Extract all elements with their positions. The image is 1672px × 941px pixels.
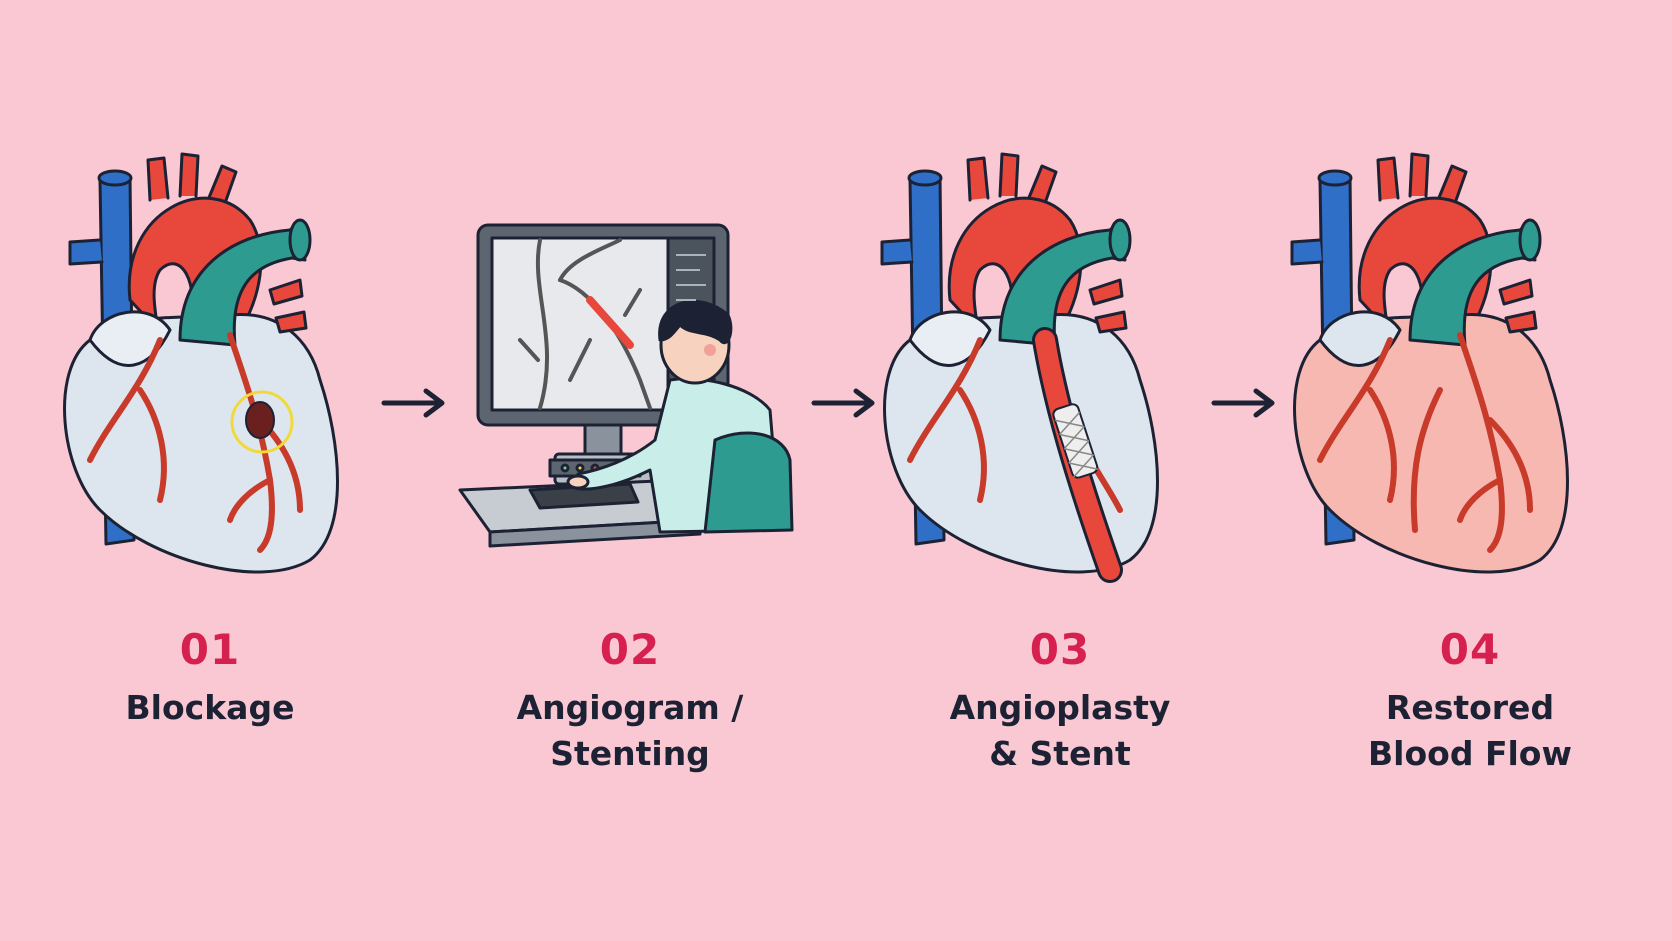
arrow-right-icon	[811, 388, 875, 418]
step-2: 02 Angiogram / Stenting	[450, 140, 810, 780]
step-4-label-line1: Restored	[1385, 688, 1555, 727]
arrow-right-icon	[381, 388, 445, 418]
step-1-label: Blockage	[30, 685, 390, 731]
step-2-label: Angiogram / Stenting	[450, 685, 810, 777]
step-3: 03 Angioplasty & Stent	[880, 140, 1240, 780]
step-4-label: Restored Blood Flow	[1290, 685, 1650, 777]
heart-blockage-icon	[63, 152, 339, 574]
step-1-number: 01	[179, 625, 241, 674]
angiogram-workstation-icon	[458, 223, 794, 548]
step-3-label-line1: Angioplasty	[949, 688, 1171, 727]
step-3-label: Angioplasty & Stent	[880, 685, 1240, 777]
step-3-label-line2: & Stent	[989, 734, 1131, 773]
heart-stent-icon	[880, 152, 1159, 583]
step-4: 04 Restored Blood Flow	[1290, 140, 1650, 780]
heart-healthy-icon	[1290, 152, 1569, 574]
arrow-right-icon	[1211, 388, 1275, 418]
step-4-number: 04	[1439, 625, 1501, 674]
step-3-number: 03	[1029, 625, 1091, 674]
step-1-label-line1: Blockage	[125, 688, 295, 727]
step-4-label-line2: Blood Flow	[1368, 734, 1572, 773]
step-2-number: 02	[599, 625, 661, 674]
step-1: 01 Blockage	[30, 140, 390, 780]
step-2-label-line2: Stenting	[550, 734, 710, 773]
step-2-label-line1: Angiogram /	[516, 688, 744, 727]
